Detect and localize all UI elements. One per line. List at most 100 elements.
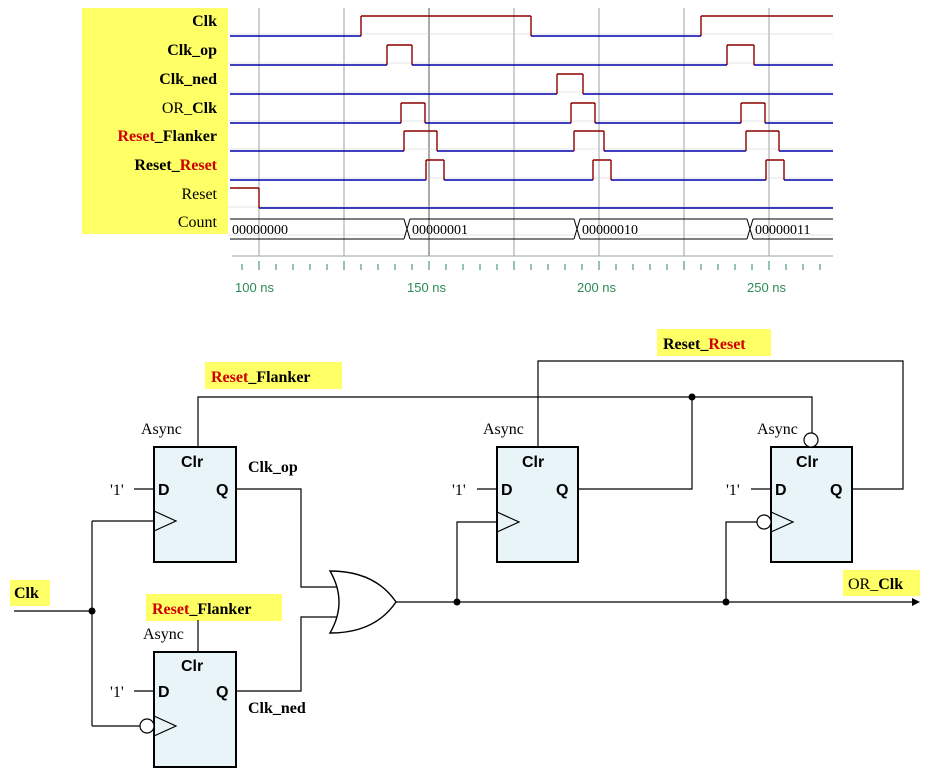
net-label-clk-ned: Clk_ned [248,700,306,717]
ff4-body [770,446,853,563]
net-label-clk-op: Clk_op [248,459,298,476]
ff3-q-label: Q [556,482,568,499]
label-bg-reset-flanker-bottom [146,594,282,621]
ff2-body [153,651,237,768]
time-label-100: 100 ns [235,280,275,295]
signal-names-panel [82,8,228,234]
count-bus-cross-b-1 [573,218,581,240]
signal-label-reset_reset: Reset_Reset [134,157,217,174]
signal-label-reset_flanker: Reset_Flanker [117,128,217,145]
count-value-2: 00000010 [582,223,638,238]
ff4-clock-inverter [756,514,772,530]
reset-flanker-top-rest: _Flanker [247,369,310,386]
ff3-async-label: Async [483,421,524,438]
net-label-reset-reset: Reset_Reset [663,336,746,353]
time-axis-ticks [241,261,821,270]
signal-labels: ClkClk_opClk_nedOR_ClkReset_FlankerReset… [117,13,217,231]
ff1-d-label: D [158,482,170,499]
net-label-or-clk: OR_Clk [848,576,903,593]
ff2-q-label: Q [216,684,228,701]
signal-label-or_clk-part-0: OR_ [162,100,193,117]
ff3-body [496,446,579,563]
wire-reset-flanker [197,396,813,447]
flip-flop-clk-ned [139,651,237,768]
signal-label-clk_op: Clk_op [167,42,217,59]
ff1-clr-label: Clr [181,454,203,471]
flip-flop-reset-reset [756,432,853,563]
time-label-250: 250 ns [747,280,787,295]
junction-or-2 [722,598,730,606]
ff1-one-input: '1' [110,482,124,499]
wire-clk-op [236,488,339,588]
signal-label-or_clk: OR_Clk [162,100,217,117]
count-bus-cross-b-0 [403,218,411,240]
label-bg-reset-flanker-top [205,362,342,389]
or-clk-prefix: OR_ [848,576,879,593]
signal-label-count-part-0: Count [178,214,218,231]
time-axis: 100 ns 150 ns 200 ns 250 ns [232,255,833,295]
junction-reset-flanker [688,393,696,401]
ff3-clock-triangle [496,511,521,533]
ff1-clock-triangle [153,510,178,532]
signal-label-clk: Clk [192,13,217,30]
reset-reset-prefix: Reset_ [663,336,709,353]
schematic [10,329,920,768]
signal-label-clk-part-0: Clk [192,13,217,30]
signal-label-clk_op-part-0: Clk_op [167,42,217,59]
reset-flanker-bottom-red: Reset [152,601,190,618]
signal-label-count: Count [178,214,218,231]
ff1-q-label: Q [216,482,228,499]
signal-label-clk_ned-part-0: Clk_ned [159,71,217,88]
time-label-200: 200 ns [577,280,617,295]
count-value-1: 00000001 [412,223,468,238]
count-bus-cross-b-2 [746,218,754,240]
or-clk-suffix: Clk [878,576,903,593]
ff1-async-label: Async [141,421,182,438]
label-bg-reset-reset-top [657,329,771,356]
ff2-d-label: D [158,684,170,701]
signal-label-reset_reset-part-0: Reset_ [134,157,180,174]
reset-flanker-top-red: Reset [211,369,249,386]
ff1-body [153,446,237,563]
wire-ff3q-flanker [578,397,693,490]
ff2-async-label: Async [143,626,184,643]
ff4-clr-label: Clr [796,454,818,471]
net-label-reset-flanker-bottom: Reset_Flanker [152,601,252,618]
ff2-one-input: '1' [110,684,124,701]
signal-label-clk_ned: Clk_ned [159,71,217,88]
wire-clk-ned [236,616,339,692]
reset-flanker-bottom-rest: _Flanker [188,601,251,618]
ff4-d-label: D [775,482,787,499]
schematic-text: Clr D Q Clr D Q Clr D Q Clr D Q '1' '1' … [14,336,903,717]
ff4-one-input: '1' [726,482,740,499]
wire-reset-reset [537,360,904,490]
signal-label-reset-part-0: Reset [181,186,217,203]
ff4-q-label: Q [830,482,842,499]
count-value-0: 00000000 [232,223,288,238]
ff2-clr-label: Clr [181,658,203,675]
net-label-reset-flanker-top: Reset_Flanker [211,369,311,386]
signal-label-reset_flanker-part-0: Reset [117,128,155,145]
junction-or-1 [453,598,461,606]
junction-clk [88,607,96,615]
wire-or-ff4-clk [725,521,758,602]
wire-or-ff3-clk [456,521,497,602]
ff4-async-label: Async [757,421,798,438]
time-label-150: 150 ns [407,280,447,295]
label-bg-clk-input [10,580,50,606]
ff3-d-label: D [501,482,513,499]
signal-label-reset_flanker-part-1: _Flanker [154,128,217,145]
waveform-grid [228,8,833,256]
net-label-clk-input: Clk [14,585,39,602]
flip-flop-reset-flanker [496,446,579,563]
or-gate [328,570,397,634]
ff3-clr-label: Clr [522,454,544,471]
wires [14,360,920,727]
ff4-clock-triangle [770,511,795,533]
reset-reset-red: Reset [708,336,746,353]
ff4-async-inverter [803,432,819,448]
ff2-clock-triangle [153,715,178,737]
